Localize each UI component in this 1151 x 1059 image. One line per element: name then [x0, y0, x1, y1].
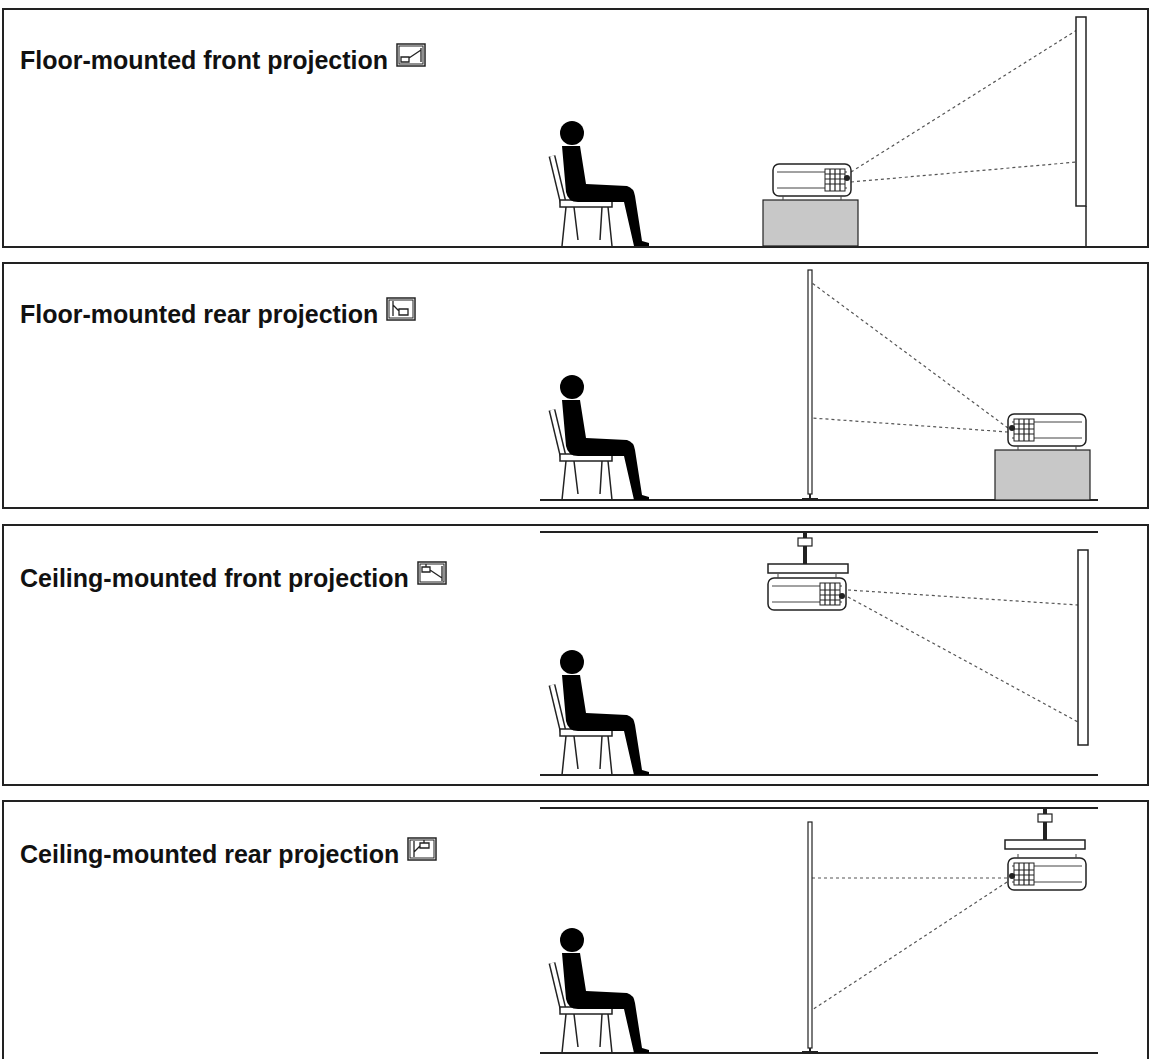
projection-panel: Floor-mounted rear projection	[2, 262, 1149, 509]
panel-heading: Floor-mounted rear projection	[20, 300, 416, 329]
panel-heading: Ceiling-mounted rear projection	[20, 840, 437, 869]
mode-icon	[407, 837, 437, 861]
projection-panel: Ceiling-mounted front projection	[2, 524, 1149, 786]
heading-text: Ceiling-mounted rear projection	[20, 840, 399, 869]
heading-text: Ceiling-mounted front projection	[20, 564, 409, 593]
mode-icon	[396, 43, 426, 67]
panel-heading: Floor-mounted front projection	[20, 46, 426, 75]
mode-icon	[386, 297, 416, 321]
heading-text: Floor-mounted front projection	[20, 46, 388, 75]
projection-panel: Ceiling-mounted rear projection	[2, 800, 1149, 1059]
panel-heading: Ceiling-mounted front projection	[20, 564, 447, 593]
heading-text: Floor-mounted rear projection	[20, 300, 378, 329]
mode-icon	[417, 561, 447, 585]
projection-panel: Floor-mounted front projection	[2, 8, 1149, 248]
